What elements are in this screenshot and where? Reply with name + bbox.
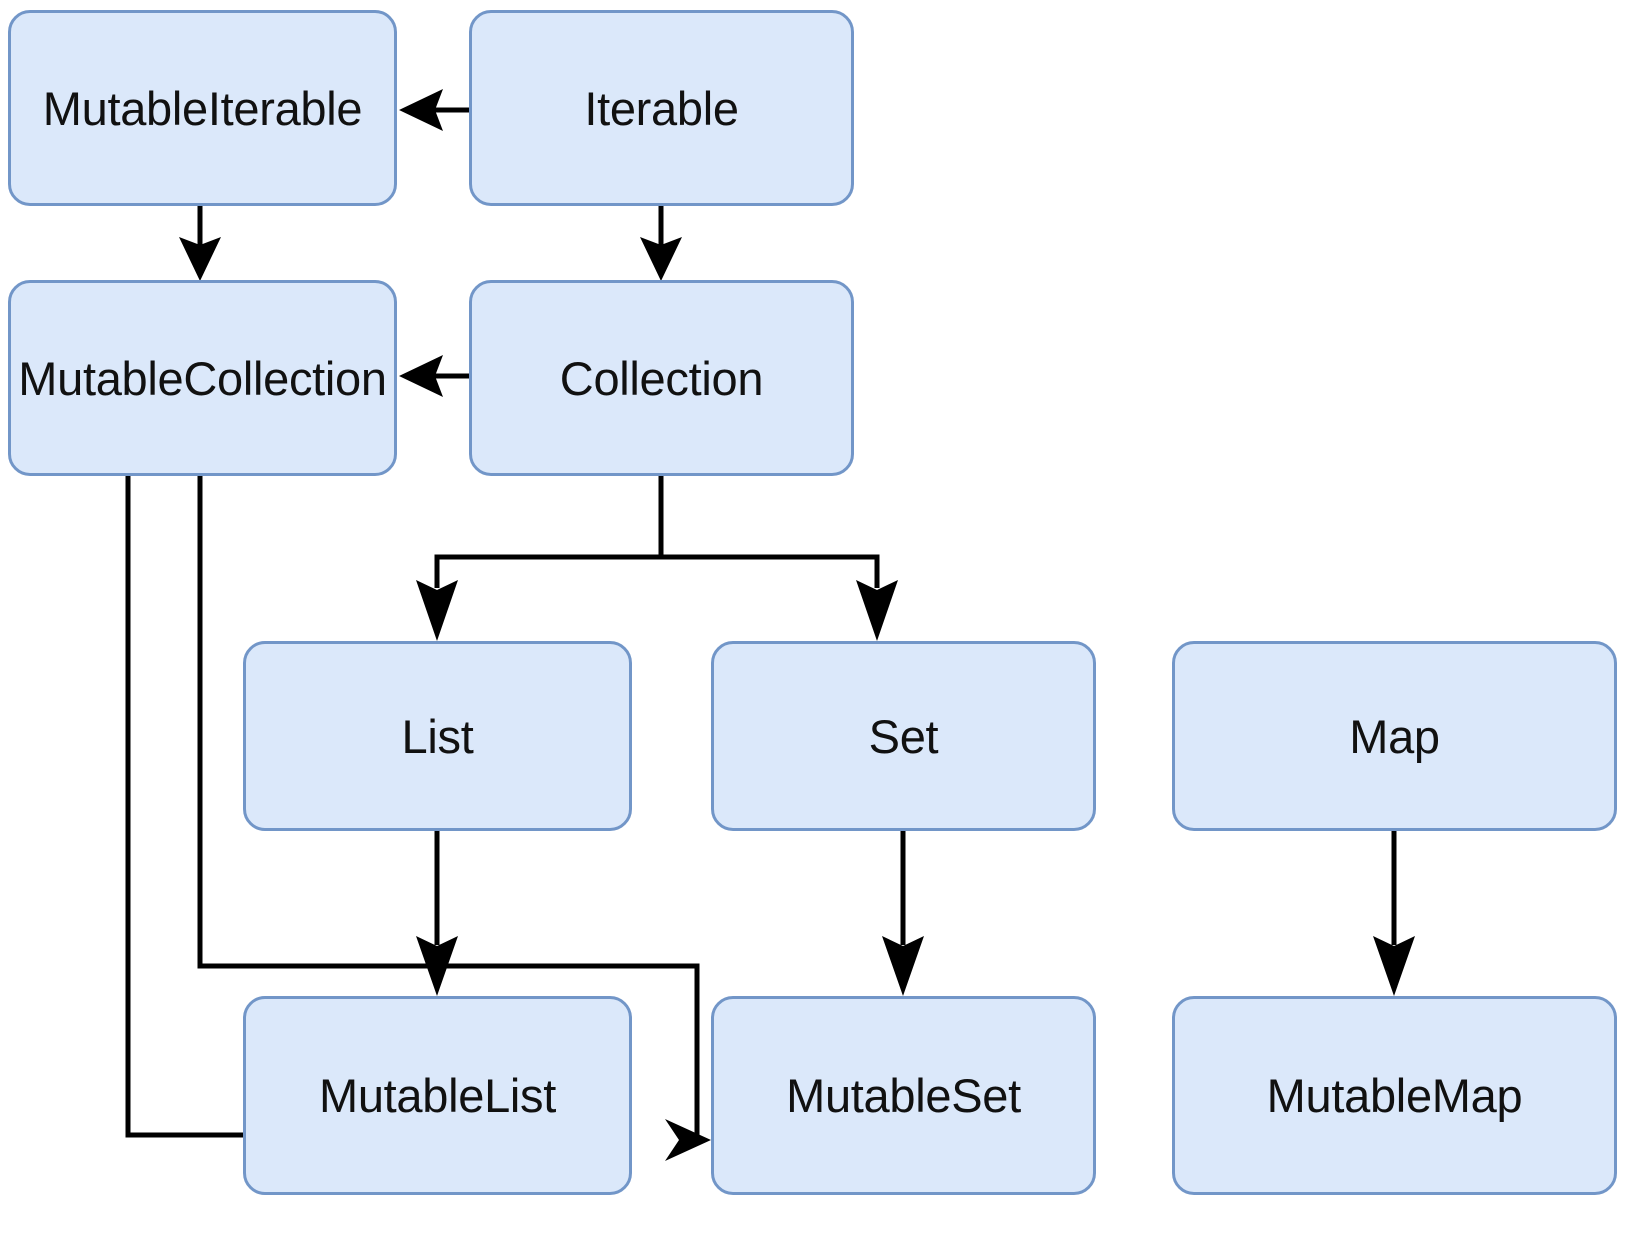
edge-iterable-to-collection [640,206,682,281]
node-label: MutableSet [786,1069,1021,1122]
node-label: MutableIterable [42,81,363,135]
edge-mutableCollection-to-mutableList [125,476,243,1138]
node-label: MutableCollection [18,351,387,405]
edge-collection-to-set [661,554,898,641]
edge-collection-to-list [416,476,664,641]
edge-mutableCollection-to-mutableSet [197,476,711,1161]
node-mutable-iterable[interactable]: MutableIterable [8,10,397,206]
node-mutable-set[interactable]: MutableSet [711,996,1096,1195]
node-map[interactable]: Map [1172,641,1617,831]
edge-set-to-mutableSet [882,831,924,996]
node-label: MutableMap [1266,1069,1523,1122]
edge-iterable-to-mutableIterable [399,89,469,131]
node-list[interactable]: List [243,641,632,831]
node-iterable[interactable]: Iterable [469,10,854,206]
node-mutable-list[interactable]: MutableList [243,996,632,1195]
edge-mutableIterable-to-mutableCollection [179,206,221,281]
node-mutable-map[interactable]: MutableMap [1172,996,1617,1195]
node-label: Map [1349,709,1440,763]
node-mutable-collection[interactable]: MutableCollection [8,280,397,476]
node-label: MutableList [318,1069,557,1122]
node-label: List [401,709,474,763]
edge-map-to-mutableMap [1373,831,1415,996]
edge-list-to-mutableList [416,831,458,996]
edge-collection-to-mutableCollection [399,355,469,397]
node-collection[interactable]: Collection [469,280,854,476]
node-label: Set [868,709,939,763]
node-label: Iterable [584,81,739,135]
node-label: Collection [559,351,764,405]
node-set[interactable]: Set [711,641,1096,831]
